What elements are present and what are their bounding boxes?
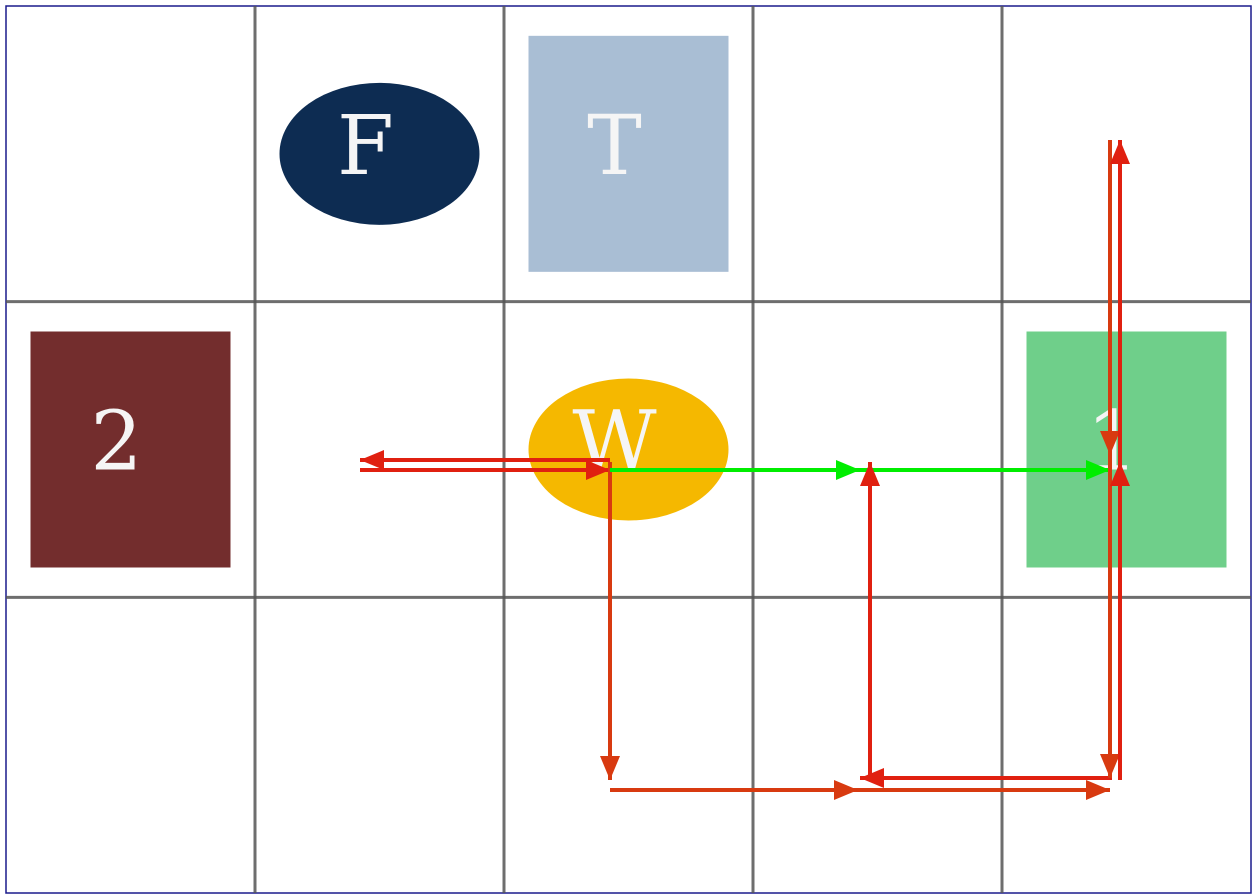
path-arrow-head xyxy=(860,768,884,788)
piece-w-shape xyxy=(528,378,729,521)
piece-2-label: 2 xyxy=(90,395,142,490)
piece-t-shape xyxy=(528,35,729,272)
path-arrow-head xyxy=(1086,460,1110,480)
path-arrows xyxy=(360,140,1130,800)
piece-t-label: T xyxy=(587,99,642,194)
piece-2: 2 xyxy=(30,331,231,568)
path-arrow-head xyxy=(1110,462,1130,486)
piece-1: 1 xyxy=(1026,331,1227,568)
piece-f-label: F xyxy=(337,99,394,194)
path-arrow-head xyxy=(860,462,880,486)
path-arrow-head xyxy=(1100,754,1120,778)
grid-lines xyxy=(5,5,1252,894)
path-arrow-head xyxy=(1110,140,1130,164)
path-arrow-head xyxy=(586,460,610,480)
piece-t: T xyxy=(528,35,729,272)
piece-w: W xyxy=(528,378,729,521)
path-arrow-head xyxy=(360,450,384,470)
path-arrow-head xyxy=(1100,431,1120,455)
piece-2-shape xyxy=(30,331,231,568)
piece-f: F xyxy=(279,82,480,225)
piece-1-shape xyxy=(1026,331,1227,568)
board-frame xyxy=(5,5,1252,894)
piece-f-shape xyxy=(279,82,480,225)
pieces-layer: F T 2 W 1 xyxy=(30,35,1227,568)
path-arrow-head xyxy=(834,780,858,800)
path-arrow-head xyxy=(836,460,860,480)
path-arrow-head xyxy=(1086,780,1110,800)
path-arrow-head xyxy=(600,756,620,780)
piece-w-label: W xyxy=(572,395,657,490)
